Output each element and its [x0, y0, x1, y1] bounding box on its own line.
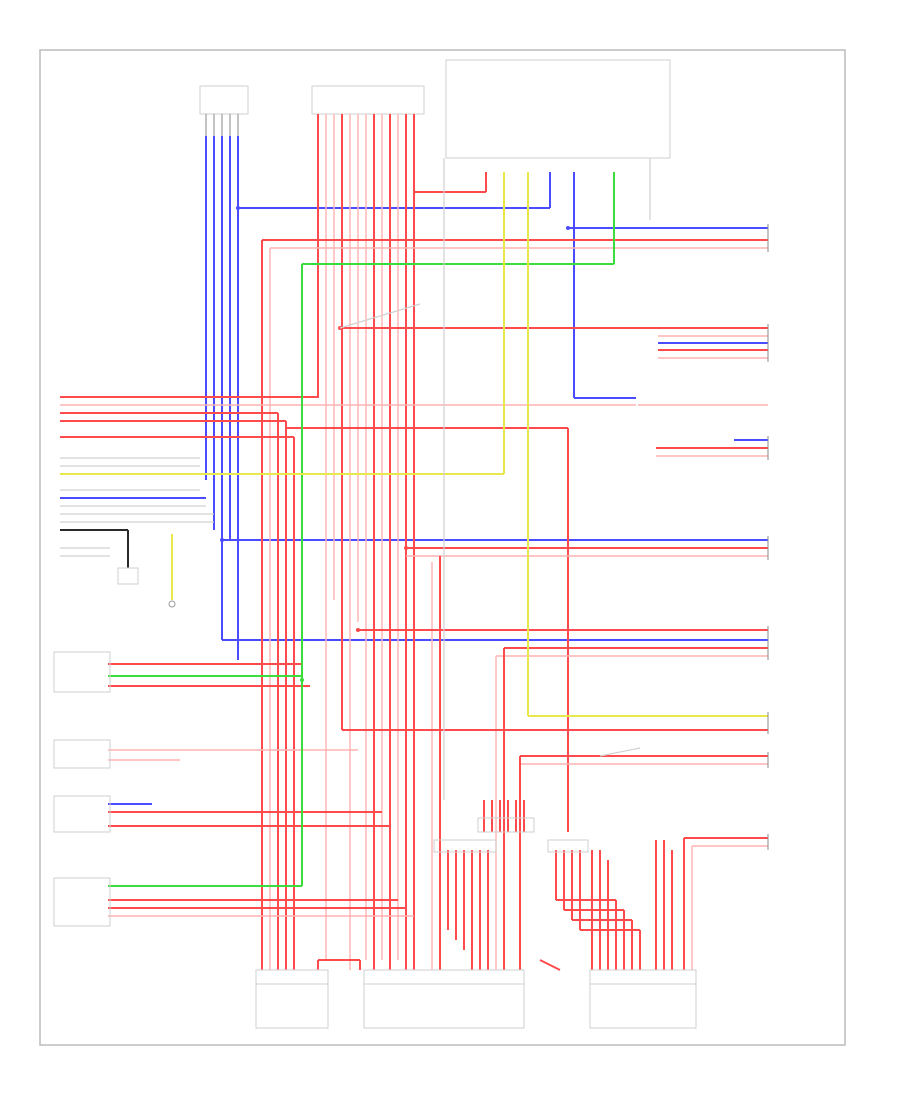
ground-wire-group	[60, 158, 651, 800]
blue-wire-group	[60, 136, 768, 805]
middle-lower-connector-right	[547, 839, 589, 853]
junction-box-connector	[445, 59, 671, 159]
middle-upper-connector	[477, 817, 535, 833]
red-wire-group	[60, 114, 768, 971]
ground-symbol-yellow	[168, 600, 176, 608]
green-wire-group	[108, 172, 615, 887]
bottom-connector-3	[589, 969, 697, 1029]
yellow-wire-group	[60, 172, 768, 717]
left-module-box-3	[53, 795, 111, 833]
splice-markers	[220, 206, 641, 757]
diagram-frame	[39, 49, 846, 1046]
left-module-box-4	[53, 877, 111, 927]
bottom-connector-1	[255, 969, 329, 1029]
ground-symbol-left	[117, 567, 139, 585]
bottom-connector-2	[363, 969, 525, 1029]
top-center-connector	[311, 85, 425, 115]
left-module-box-1	[53, 651, 111, 693]
middle-lower-connector-left	[433, 839, 497, 853]
top-left-connector	[199, 85, 249, 136]
left-module-box-2	[53, 739, 111, 769]
